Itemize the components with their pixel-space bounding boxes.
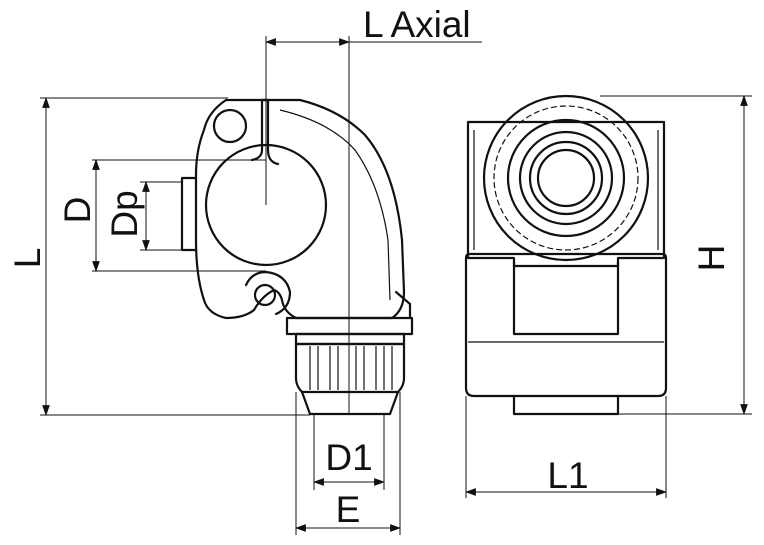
lower-housing (464, 252, 668, 398)
clamp-split-line (250, 98, 280, 166)
label-e: E (336, 489, 361, 530)
outlet-bore-outer (528, 140, 604, 216)
label-d1: D1 (325, 437, 372, 478)
top-bolt-hole (212, 108, 248, 144)
side-stub (180, 176, 198, 252)
outlet-flange-ring (493, 105, 639, 251)
outlet-nut-ring (518, 130, 614, 226)
gland-knurl-lines (309, 346, 393, 390)
front-gland-stub (512, 394, 620, 416)
upper-housing (466, 120, 666, 268)
gland-body (294, 342, 406, 394)
saddle-recess (512, 260, 620, 336)
outlet-inner-ring (506, 118, 626, 238)
right-tab (394, 290, 412, 320)
housing-inner-contour (279, 109, 391, 301)
outlet-bore-inner (536, 148, 596, 208)
label-l: L (7, 248, 48, 269)
side-view: L Axial L D Dp D1 E (7, 4, 482, 535)
bottom-lobe (244, 270, 292, 316)
outlet-outer-ring (482, 94, 650, 262)
label-l1: L1 (547, 455, 588, 496)
label-l-axial: L Axial (363, 4, 471, 45)
label-dp: Dp (104, 190, 145, 237)
label-d: D (57, 197, 98, 224)
bottom-bolt-hole (253, 283, 277, 307)
gland-neck (294, 332, 406, 346)
label-h: H (691, 245, 732, 272)
gland-tip (300, 390, 400, 416)
front-view: H L1 (464, 94, 752, 498)
gland-collar (285, 316, 414, 336)
clamp-body-outline (194, 98, 406, 320)
